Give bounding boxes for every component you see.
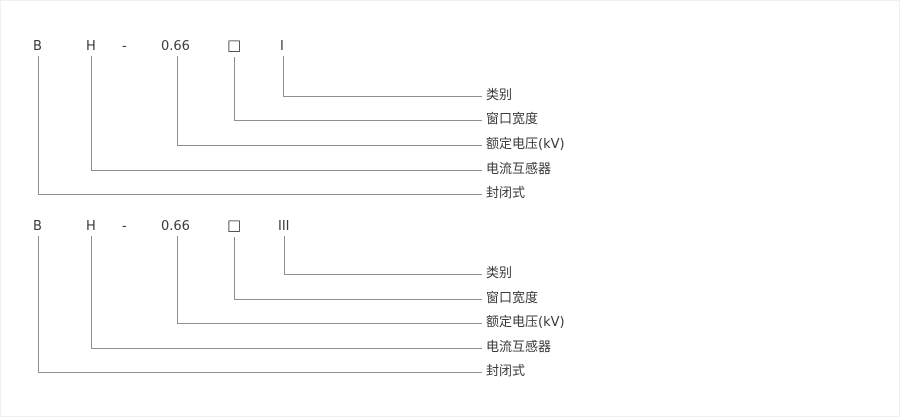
- label-window-width: 窗口宽度: [486, 291, 539, 306]
- code-hyphen: -: [122, 219, 127, 234]
- code-window-width-box: □: [227, 216, 242, 234]
- connector-line-rated-voltage-2: [177, 236, 482, 324]
- label-enclosed-type: 封闭式: [486, 364, 526, 379]
- code-series-letter: B: [33, 39, 42, 54]
- connector-line-enclosed-1: [38, 56, 482, 195]
- connector-line-rated-voltage-1: [177, 56, 482, 146]
- label-current-transformer: 电流互感器: [486, 340, 552, 355]
- code-product-letter: H: [86, 39, 96, 54]
- code-class-numeral: III: [278, 219, 290, 234]
- label-rated-voltage: 额定电压(kV): [486, 137, 565, 152]
- connector-line-current-transformer-2: [91, 236, 482, 349]
- connector-line-category-2: [284, 236, 482, 275]
- label-category: 类别: [486, 266, 513, 281]
- label-current-transformer: 电流互感器: [486, 162, 552, 177]
- label-enclosed-type: 封闭式: [486, 186, 526, 201]
- label-rated-voltage: 额定电压(kV): [486, 315, 565, 330]
- code-hyphen: -: [122, 39, 127, 54]
- code-window-width-box: □: [227, 36, 242, 54]
- connector-line-category-1: [283, 56, 482, 97]
- label-window-width: 窗口宽度: [486, 112, 539, 127]
- code-rated-voltage-value: 0.66: [161, 219, 190, 234]
- code-rated-voltage-value: 0.66: [161, 39, 190, 54]
- label-category: 类别: [486, 88, 513, 103]
- code-series-letter: B: [33, 219, 42, 234]
- connector-line-window-width-1: [234, 57, 482, 121]
- connector-line-enclosed-2: [38, 236, 482, 373]
- connector-line-window-width-2: [234, 237, 482, 300]
- code-product-letter: H: [86, 219, 96, 234]
- connector-line-current-transformer-1: [91, 56, 482, 171]
- code-class-numeral: I: [280, 39, 284, 54]
